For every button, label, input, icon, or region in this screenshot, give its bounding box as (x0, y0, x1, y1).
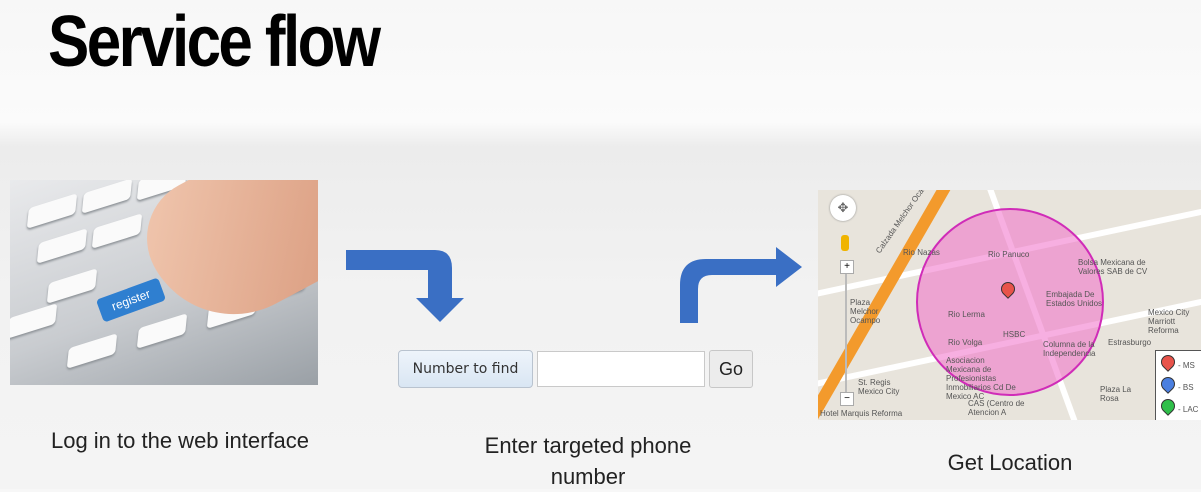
location-radius-circle (916, 208, 1104, 396)
map-label: Rio Nazas (903, 248, 940, 257)
number-to-find-button[interactable]: Number to find (398, 350, 533, 388)
legend-label: - BS (1178, 383, 1194, 392)
phone-number-input[interactable] (537, 351, 705, 387)
legend-label: - MS (1178, 361, 1195, 370)
map-label: Rio Panuco (988, 250, 1030, 259)
map-label: St. Regis Mexico City (858, 378, 900, 396)
map-label: Bolsa Mexicana de Valores SAB de CV (1078, 258, 1148, 276)
map-label: Asociacion Mexicana de Profesionistas In… (946, 356, 1016, 401)
map-label: Rio Lerma (948, 310, 985, 319)
step1-caption: Log in to the web interface (50, 428, 310, 453)
step2-caption-line1: Enter targeted phone (484, 433, 692, 458)
number-search-form: Number to find Go (398, 350, 753, 388)
zoom-out-button[interactable]: − (840, 392, 854, 406)
map-label: Plaza La Rosa (1100, 385, 1132, 403)
pegman-icon[interactable] (841, 235, 849, 251)
legend-green-pin-icon (1158, 396, 1178, 416)
map-label: Embajada De Estados Unidos (1046, 290, 1103, 308)
map-label: CAS (Centro de Atencion A (968, 399, 1025, 417)
keyboard-image: register (10, 180, 318, 385)
go-button[interactable]: Go (709, 350, 753, 388)
arrow-right-down-icon (346, 250, 464, 322)
map-label: Estrasburgo (1108, 338, 1152, 347)
legend-label: - LAC (1178, 405, 1199, 414)
map-label: HSBC (1003, 330, 1026, 339)
legend-blue-pin-icon (1158, 374, 1178, 394)
map-label: Hotel Marquis Reforma (820, 409, 903, 418)
zoom-in-button[interactable]: + (840, 260, 854, 274)
map-legend: - MS - BS - LAC (1155, 350, 1201, 420)
zoom-slider[interactable] (845, 274, 847, 392)
map-label: Rio Volga (948, 338, 983, 347)
legend-red-pin-icon (1158, 352, 1178, 372)
pan-control-icon[interactable]: ✥ (830, 195, 856, 221)
location-map: Rio Nazas Rio Panuco Rio Lerma Rio Volga… (818, 190, 1201, 420)
register-key: register (95, 277, 167, 323)
map-label: Mexico City Marriott Reforma (1148, 308, 1190, 335)
arrow-up-right-icon (680, 247, 802, 323)
map-label: Columna de la Independencia (1043, 340, 1096, 358)
slide-title: Service flow (48, 2, 381, 82)
step2-caption-line2: number (550, 464, 626, 489)
step3-caption: Get Location (947, 450, 1073, 475)
map-label: Plaza Melchor Ocampo (850, 298, 881, 325)
